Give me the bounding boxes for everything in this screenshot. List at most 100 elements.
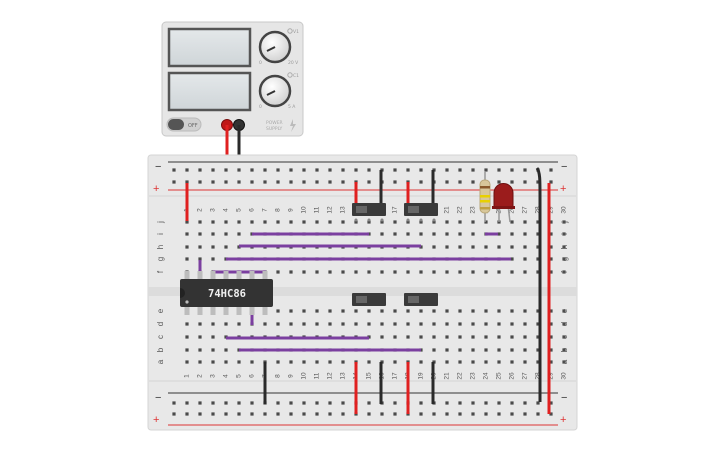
terminal-hole[interactable] xyxy=(393,360,397,364)
terminal-hole[interactable] xyxy=(458,348,462,352)
terminal-hole[interactable] xyxy=(536,220,540,224)
terminal-hole[interactable] xyxy=(276,322,280,326)
terminal-hole[interactable] xyxy=(549,309,553,313)
rail-hole[interactable] xyxy=(276,412,280,416)
terminal-hole[interactable] xyxy=(289,309,293,313)
terminal-hole[interactable] xyxy=(354,309,358,313)
rail-hole[interactable] xyxy=(198,168,202,172)
terminal-hole[interactable] xyxy=(523,348,527,352)
terminal-hole[interactable] xyxy=(328,322,332,326)
power-switch-thumb[interactable] xyxy=(168,119,184,130)
terminal-hole[interactable] xyxy=(185,335,189,339)
terminal-hole[interactable] xyxy=(367,270,371,274)
rail-hole[interactable] xyxy=(250,412,254,416)
rail-hole[interactable] xyxy=(224,401,228,405)
terminal-hole[interactable] xyxy=(198,322,202,326)
rail-hole[interactable] xyxy=(315,168,319,172)
terminal-hole[interactable] xyxy=(185,348,189,352)
terminal-hole[interactable] xyxy=(458,270,462,274)
terminal-hole[interactable] xyxy=(536,322,540,326)
terminal-hole[interactable] xyxy=(458,309,462,313)
rail-hole[interactable] xyxy=(185,412,189,416)
terminal-hole[interactable] xyxy=(458,232,462,236)
terminal-hole[interactable] xyxy=(562,335,566,339)
terminal-hole[interactable] xyxy=(211,245,215,249)
rail-hole[interactable] xyxy=(276,401,280,405)
rail-hole[interactable] xyxy=(224,168,228,172)
terminal-hole[interactable] xyxy=(315,360,319,364)
rail-hole[interactable] xyxy=(549,401,553,405)
rail-hole[interactable] xyxy=(549,412,553,416)
terminal-hole[interactable] xyxy=(523,360,527,364)
terminal-hole[interactable] xyxy=(315,270,319,274)
terminal-hole[interactable] xyxy=(484,270,488,274)
rail-hole[interactable] xyxy=(198,401,202,405)
terminal-hole[interactable] xyxy=(354,220,358,224)
terminal-hole[interactable] xyxy=(289,270,293,274)
terminal-hole[interactable] xyxy=(497,322,501,326)
rail-hole[interactable] xyxy=(445,168,449,172)
terminal-hole[interactable] xyxy=(406,232,410,236)
terminal-hole[interactable] xyxy=(510,220,514,224)
terminal-hole[interactable] xyxy=(445,348,449,352)
terminal-hole[interactable] xyxy=(536,270,540,274)
terminal-hole[interactable] xyxy=(198,348,202,352)
rail-hole[interactable] xyxy=(263,180,267,184)
rail-hole[interactable] xyxy=(510,168,514,172)
rail-hole[interactable] xyxy=(250,168,254,172)
terminal-hole[interactable] xyxy=(471,322,475,326)
terminal-hole[interactable] xyxy=(380,335,384,339)
terminal-hole[interactable] xyxy=(276,309,280,313)
rail-hole[interactable] xyxy=(328,180,332,184)
terminal-hole[interactable] xyxy=(341,360,345,364)
terminal-hole[interactable] xyxy=(484,322,488,326)
rail-hole[interactable] xyxy=(302,168,306,172)
rail-hole[interactable] xyxy=(497,180,501,184)
terminal-hole[interactable] xyxy=(510,309,514,313)
terminal-hole[interactable] xyxy=(354,270,358,274)
terminal-hole[interactable] xyxy=(211,232,215,236)
terminal-hole[interactable] xyxy=(224,220,228,224)
rail-hole[interactable] xyxy=(328,401,332,405)
rail-hole[interactable] xyxy=(536,180,540,184)
terminal-hole[interactable] xyxy=(445,322,449,326)
terminal-hole[interactable] xyxy=(471,220,475,224)
rail-hole[interactable] xyxy=(172,412,176,416)
rail-hole[interactable] xyxy=(198,180,202,184)
terminal-hole[interactable] xyxy=(484,335,488,339)
switch1-knob[interactable] xyxy=(356,206,367,213)
terminal-hole[interactable] xyxy=(536,309,540,313)
terminal-hole[interactable] xyxy=(484,245,488,249)
rail-hole[interactable] xyxy=(289,401,293,405)
terminal-hole[interactable] xyxy=(263,322,267,326)
terminal-hole[interactable] xyxy=(211,322,215,326)
rail-hole[interactable] xyxy=(354,168,358,172)
terminal-hole[interactable] xyxy=(562,309,566,313)
terminal-hole[interactable] xyxy=(484,360,488,364)
terminal-hole[interactable] xyxy=(380,232,384,236)
rail-hole[interactable] xyxy=(484,401,488,405)
terminal-hole[interactable] xyxy=(510,360,514,364)
rail-hole[interactable] xyxy=(185,168,189,172)
terminal-hole[interactable] xyxy=(445,232,449,236)
slide-switch-4[interactable] xyxy=(404,293,438,306)
rail-hole[interactable] xyxy=(419,180,423,184)
terminal-hole[interactable] xyxy=(185,257,189,261)
terminal-hole[interactable] xyxy=(341,309,345,313)
terminal-hole[interactable] xyxy=(562,232,566,236)
terminal-hole[interactable] xyxy=(432,245,436,249)
terminal-hole[interactable] xyxy=(198,232,202,236)
terminal-hole[interactable] xyxy=(185,232,189,236)
terminal-hole[interactable] xyxy=(419,309,423,313)
terminal-hole[interactable] xyxy=(419,270,423,274)
terminal-hole[interactable] xyxy=(302,309,306,313)
terminal-hole[interactable] xyxy=(432,220,436,224)
rail-hole[interactable] xyxy=(419,412,423,416)
rail-hole[interactable] xyxy=(250,180,254,184)
terminal-hole[interactable] xyxy=(497,270,501,274)
terminal-hole[interactable] xyxy=(549,360,553,364)
terminal-hole[interactable] xyxy=(393,322,397,326)
terminal-hole[interactable] xyxy=(328,360,332,364)
rail-hole[interactable] xyxy=(276,168,280,172)
terminal-hole[interactable] xyxy=(484,309,488,313)
